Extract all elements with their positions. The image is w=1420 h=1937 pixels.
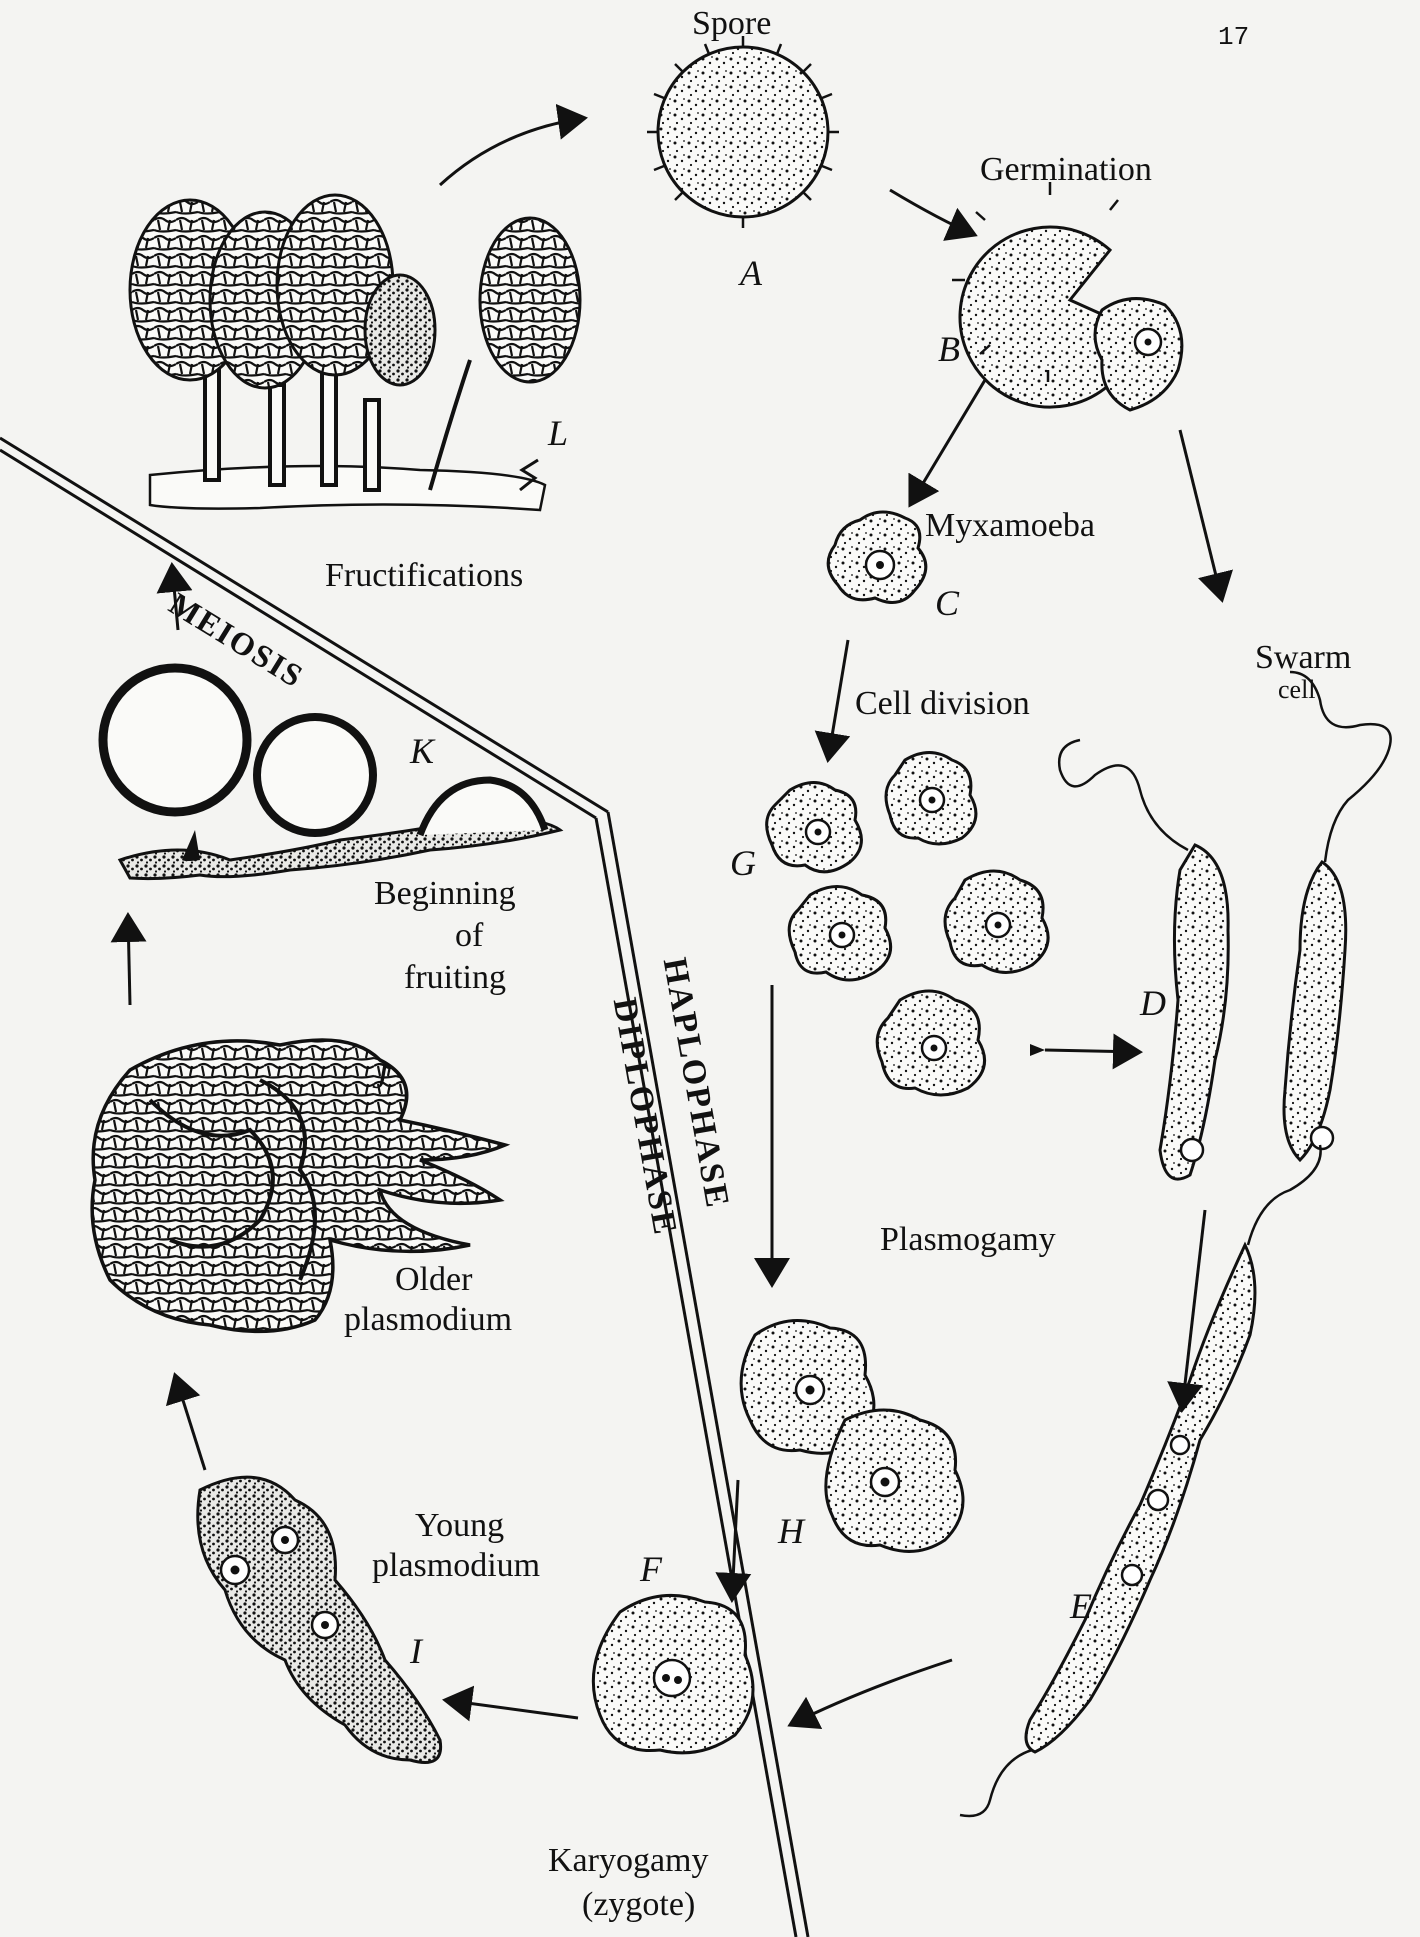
label-karyogamy: Karyogamy <box>548 1843 709 1879</box>
label-swarm-cell-2: cell <box>1278 676 1316 703</box>
label-fructifications: Fructifications <box>325 558 523 594</box>
label-cell-division: Cell division <box>855 686 1030 722</box>
cell-division-illustration <box>767 753 1048 1096</box>
spore-illustration <box>647 36 839 228</box>
arrow-germination-to-myxamoeba <box>910 380 985 505</box>
label-plasmogamy: Plasmogamy <box>880 1222 1056 1258</box>
label-beginning-of-fruiting-1: Beginning <box>374 876 516 912</box>
stage-letter-E: E <box>1070 1585 1092 1627</box>
label-spore: Spore <box>692 6 771 42</box>
arrow-older-to-fruiting <box>128 915 130 1005</box>
label-swarm-cell: Swarm <box>1255 640 1351 676</box>
plasmogamy-illustration <box>741 1320 963 1551</box>
label-beginning-of-fruiting-3: fruiting <box>404 960 506 996</box>
myxamoeba-illustration <box>828 512 926 603</box>
beginning-fruiting-illustration <box>103 668 560 879</box>
arrow-myxamoeba-to-division <box>828 640 848 760</box>
stage-letter-H: H <box>778 1510 804 1552</box>
arrow-division-swarm-double <box>1045 1050 1140 1052</box>
fructifications-illustration <box>130 195 580 510</box>
stage-letter-C: C <box>935 582 959 624</box>
young-plasmodium-illustration <box>198 1477 441 1762</box>
label-germination: Germination <box>980 152 1152 188</box>
arrow-young-to-older-plasmodium <box>175 1375 205 1470</box>
label-older-plasmodium-1: Older <box>395 1262 472 1298</box>
stage-letter-B: B <box>938 328 960 370</box>
arrow-fusion-to-zygote <box>790 1660 952 1725</box>
zygote-illustration <box>593 1595 753 1752</box>
stage-letter-D: D <box>1140 982 1166 1024</box>
arrow-germination-to-swarm-cell <box>1180 430 1222 600</box>
stage-letter-K: K <box>410 730 434 772</box>
stage-letter-L: L <box>548 412 568 454</box>
germination-illustration <box>952 182 1182 410</box>
label-zygote: (zygote) <box>582 1887 695 1923</box>
label-young-plasmodium-1: Young <box>415 1508 504 1544</box>
label-myxamoeba: Myxamoeba <box>925 508 1095 544</box>
label-older-plasmodium-2: plasmodium <box>344 1302 512 1338</box>
stage-letter-I: I <box>410 1630 422 1672</box>
swarm-cell-illustration <box>1059 672 1390 1179</box>
label-beginning-of-fruiting-2: of <box>455 918 483 954</box>
arrow-spore-to-germination <box>890 190 975 235</box>
stage-letter-F: F <box>640 1548 662 1590</box>
arrow-zygote-to-young-plasmodium <box>445 1700 578 1718</box>
page-number: 17 <box>1218 22 1249 52</box>
label-young-plasmodium-2: plasmodium <box>372 1548 540 1584</box>
stage-letter-G: G <box>730 842 756 884</box>
stage-letter-A: A <box>740 252 762 294</box>
arrow-fructification-to-spore <box>440 118 585 185</box>
stage-letter-J: J <box>372 1055 388 1097</box>
